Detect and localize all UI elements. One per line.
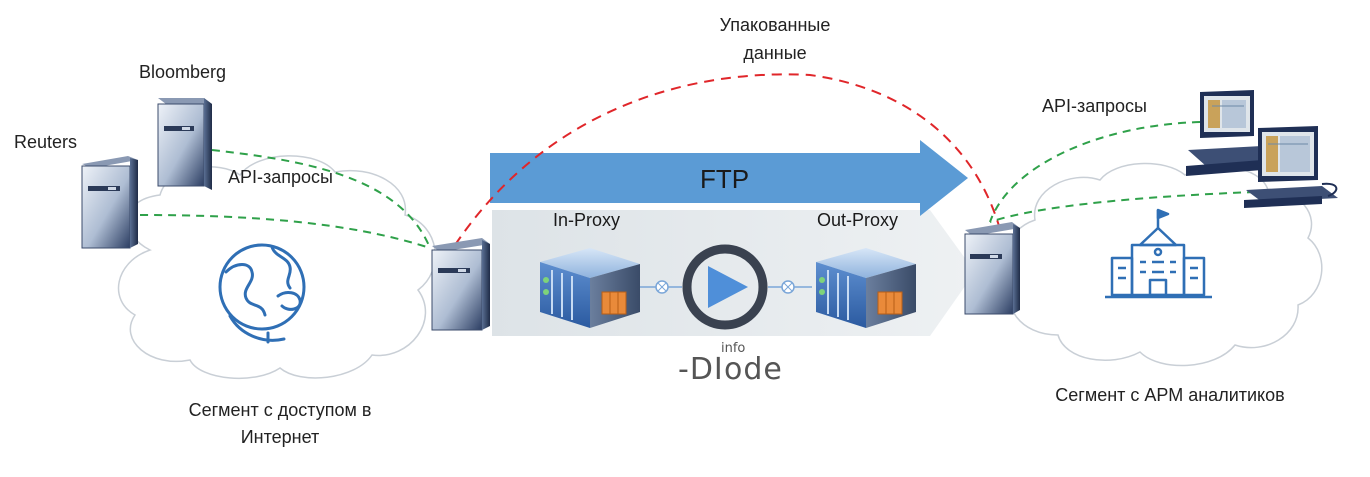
bloomberg-api-green-line	[211, 149, 431, 249]
right-gateway-server-icon	[964, 222, 1020, 315]
out-proxy-server-icon	[816, 248, 916, 328]
analysts-segment-cloud	[1004, 162, 1323, 367]
left-gateway-server-icon	[431, 238, 490, 331]
in-proxy-label: In-Proxy	[553, 210, 621, 230]
internet-segment-label-line2: Интернет	[240, 427, 320, 447]
bloomberg-server-icon	[157, 98, 212, 190]
reuters-server-icon	[81, 156, 138, 249]
internet-segment-cloud	[117, 155, 436, 379]
api-requests-left-label: API-запросы	[228, 167, 333, 187]
out-proxy-label: Out-Proxy	[817, 210, 899, 230]
workstation-front-icon	[1244, 126, 1338, 208]
analysts-segment-label: Сегмент с АРМ аналитиков	[1055, 385, 1285, 405]
internet-segment-label-line1: Сегмент с доступом в	[188, 400, 372, 420]
reuters-api-green-line	[139, 214, 431, 249]
packed-data-red-dashed-line	[454, 73, 1011, 286]
diode-connectors	[640, 280, 812, 294]
logo-suffix: ode	[724, 352, 783, 387]
logo-superscript: info	[721, 341, 746, 356]
workstation2-api-green-line	[989, 191, 1256, 223]
reuters-label: Reuters	[14, 132, 78, 152]
api-requests-right-label: API-запросы	[1042, 96, 1147, 116]
bloomberg-label: Bloomberg	[139, 62, 227, 82]
logo-prefix: -DI	[678, 352, 724, 387]
globe-icon	[218, 243, 306, 344]
diode-play-icon	[682, 244, 768, 330]
building-icon	[1105, 208, 1212, 299]
ftp-arrow	[490, 140, 968, 216]
workstation-back-icon	[1186, 90, 1280, 176]
in-proxy-server-icon	[540, 248, 640, 328]
packed-data-label-line1: Упакованные	[719, 15, 831, 35]
packed-data-label-line2: данные	[743, 43, 807, 63]
ftp-label: FTP	[700, 164, 750, 194]
